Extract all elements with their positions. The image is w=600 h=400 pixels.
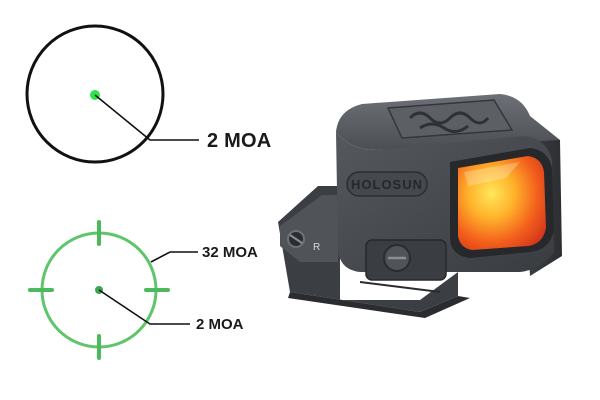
dot-reticle [25,24,199,164]
adjuster-slot [289,234,303,244]
lens [458,156,546,250]
center-dot-size-label: 2 MOA [196,316,244,333]
brand-engraving: HOLOSUN [351,177,423,192]
leader-line [94,94,199,141]
sight-base-shadow [288,292,470,318]
housing-edge [359,281,441,293]
leader-line-ring [150,251,198,263]
red-dot-sight: R HOLOSUN [278,94,562,318]
emblem-engraving [408,111,490,133]
dot-size-label: 2 MOA [207,130,272,152]
reticle-ring [25,24,165,164]
lens-highlight [464,162,520,186]
adjust-marking: R [313,242,320,253]
brand-plate [346,171,428,197]
leader-line-dot [98,289,190,325]
circle-size-label: 32 MOA [202,244,258,261]
circle-dot-reticle [28,220,198,360]
elevation-block [280,195,338,262]
